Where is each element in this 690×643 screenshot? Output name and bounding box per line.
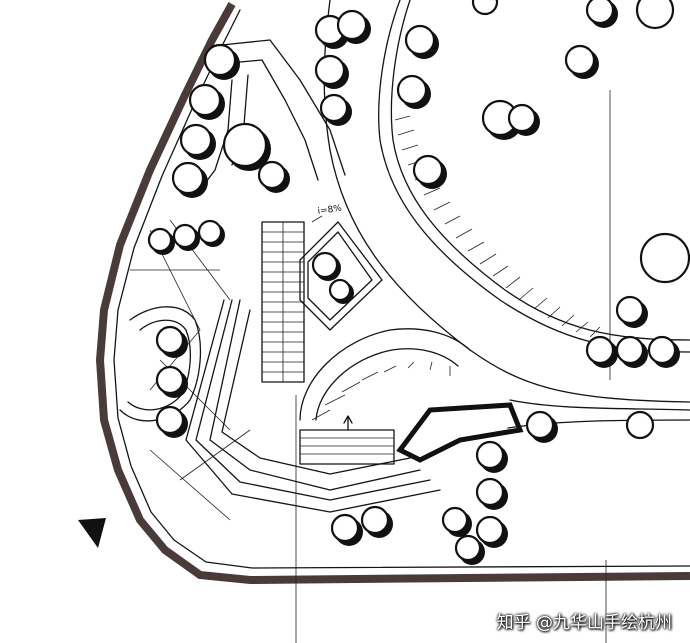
ramp: [221, 309, 411, 475]
ramp: [185, 299, 441, 513]
stair-block: [261, 221, 305, 383]
diamond-planter-inner: [307, 231, 373, 321]
watermark: 知乎 @九华山手绘杭州: [496, 613, 672, 633]
north-arrow-icon: [78, 518, 106, 548]
loop-path: [119, 306, 202, 422]
slope-label: i=8%: [317, 204, 343, 217]
outer-curb: [95, 2, 690, 585]
slope-annotation: i=8%: [311, 204, 343, 223]
terrace-stair: [299, 415, 395, 465]
tree-cluster: [147, 0, 690, 565]
planting-strip: [394, 115, 601, 338]
diamond-planter: [299, 221, 383, 331]
lawn-lines: [130, 219, 251, 521]
road-edge: [509, 399, 690, 411]
amphitheatre-steps: [299, 328, 471, 421]
plaza-edge: [239, 59, 319, 181]
ramp: [195, 299, 431, 501]
plaza-edge: [211, 39, 346, 176]
outer-curb-inner-line: [113, 9, 690, 569]
platform-edge: [396, 402, 524, 463]
loop-path: [127, 319, 191, 411]
ramp: [209, 299, 421, 491]
